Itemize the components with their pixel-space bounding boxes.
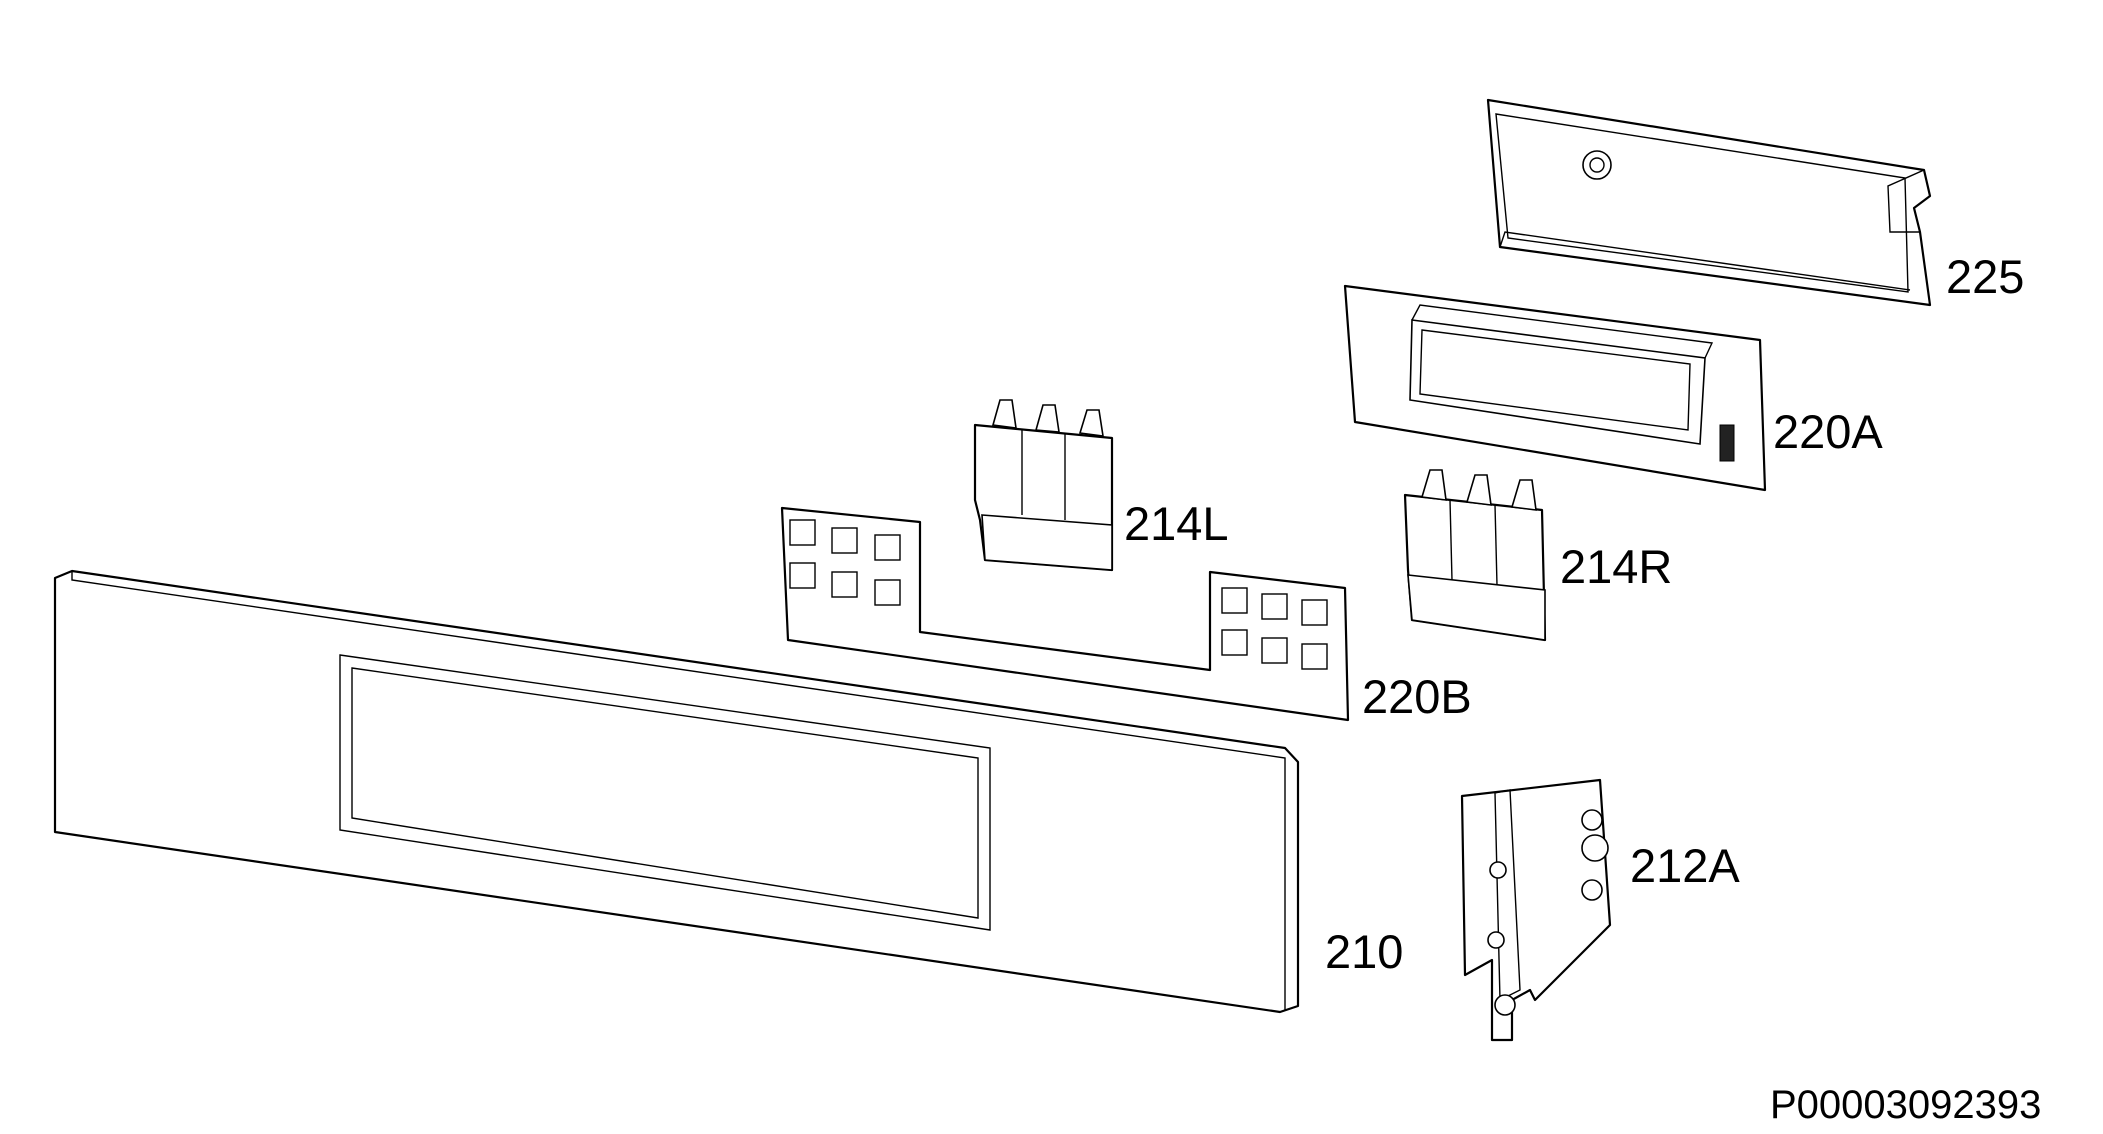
part-210-control-panel	[53, 569, 1300, 1014]
part-214L-button-group	[973, 399, 1114, 572]
part-220A-pcb	[1343, 284, 1767, 492]
label-214R: 214R	[1560, 540, 1672, 593]
label-210: 210	[1325, 925, 1403, 978]
part-212A-bracket	[1460, 778, 1612, 1042]
part-225-cover	[1486, 98, 1932, 307]
label-220B: 220B	[1362, 670, 1472, 723]
part-214R-button-group	[1403, 469, 1547, 642]
label-225: 225	[1946, 250, 2024, 303]
label-220A: 220A	[1773, 405, 1883, 458]
label-214L: 214L	[1124, 497, 1229, 550]
label-212A: 212A	[1630, 839, 1740, 892]
document-id: P00003092393	[1770, 1083, 2041, 1127]
part-220B-sensor-foil	[780, 506, 1350, 722]
